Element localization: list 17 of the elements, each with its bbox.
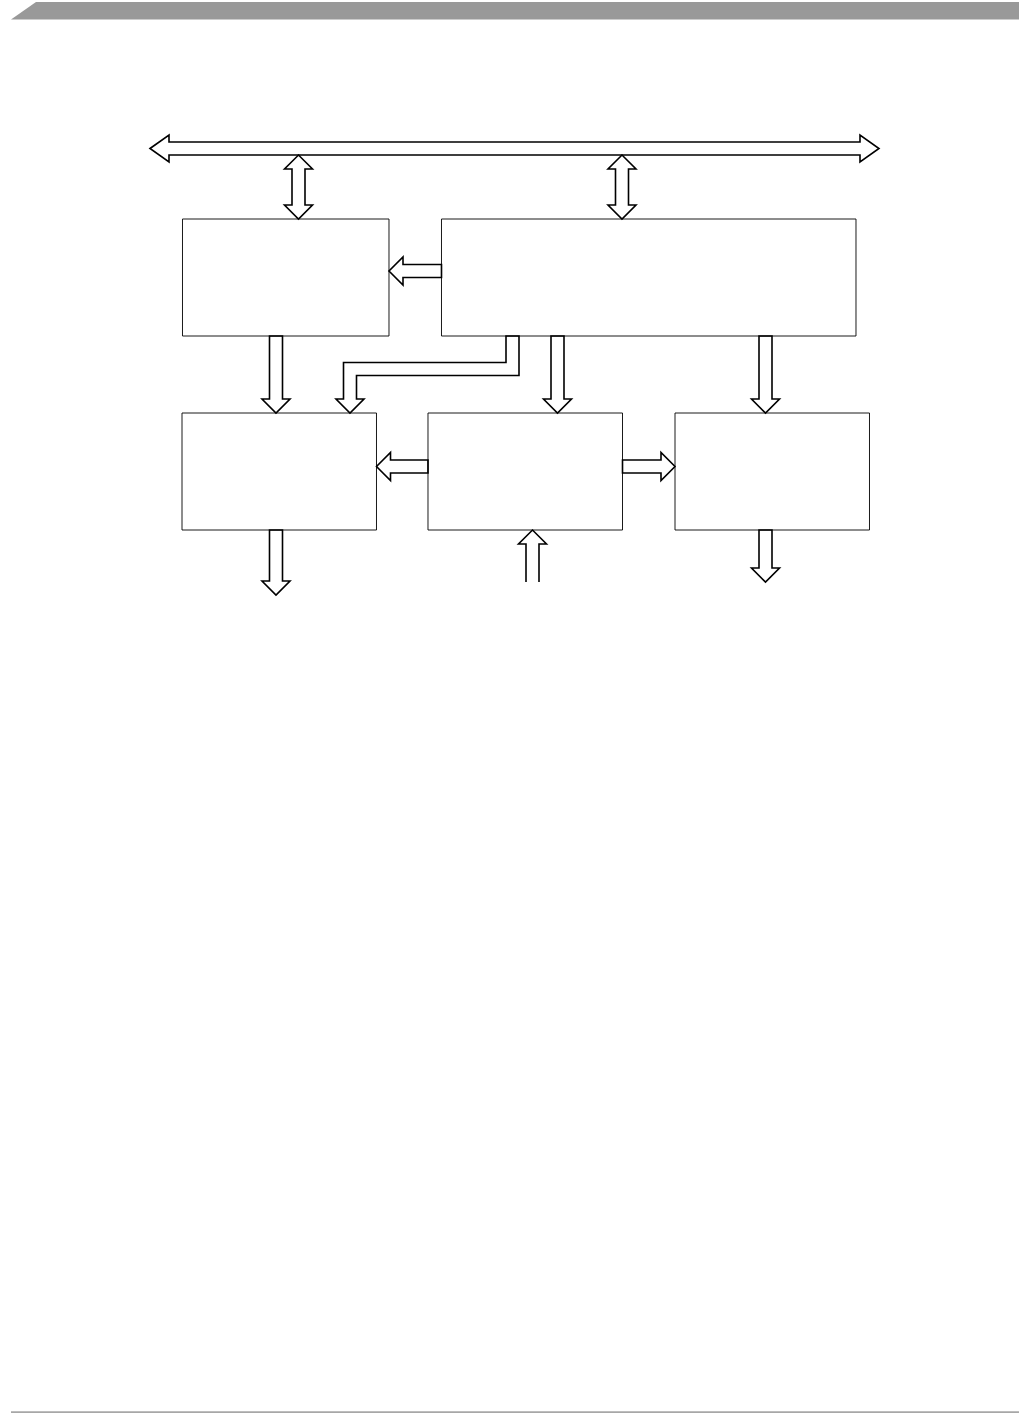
block-box <box>441 218 857 337</box>
block-box <box>181 412 377 531</box>
block-arrow <box>260 529 292 597</box>
block-arrow <box>606 153 638 221</box>
block-arrow <box>387 255 443 287</box>
block-arrow <box>516 528 549 583</box>
block-box <box>182 218 390 337</box>
block-box <box>674 412 870 531</box>
block-arrow <box>749 529 782 584</box>
block-box <box>427 412 623 531</box>
block-arrow <box>375 450 429 483</box>
block-arrow <box>282 153 315 221</box>
block-arrow <box>621 450 677 483</box>
block-arrow <box>541 335 574 415</box>
block-arrow <box>749 335 782 415</box>
block-arrow <box>334 335 520 415</box>
block-arrow <box>260 335 292 415</box>
